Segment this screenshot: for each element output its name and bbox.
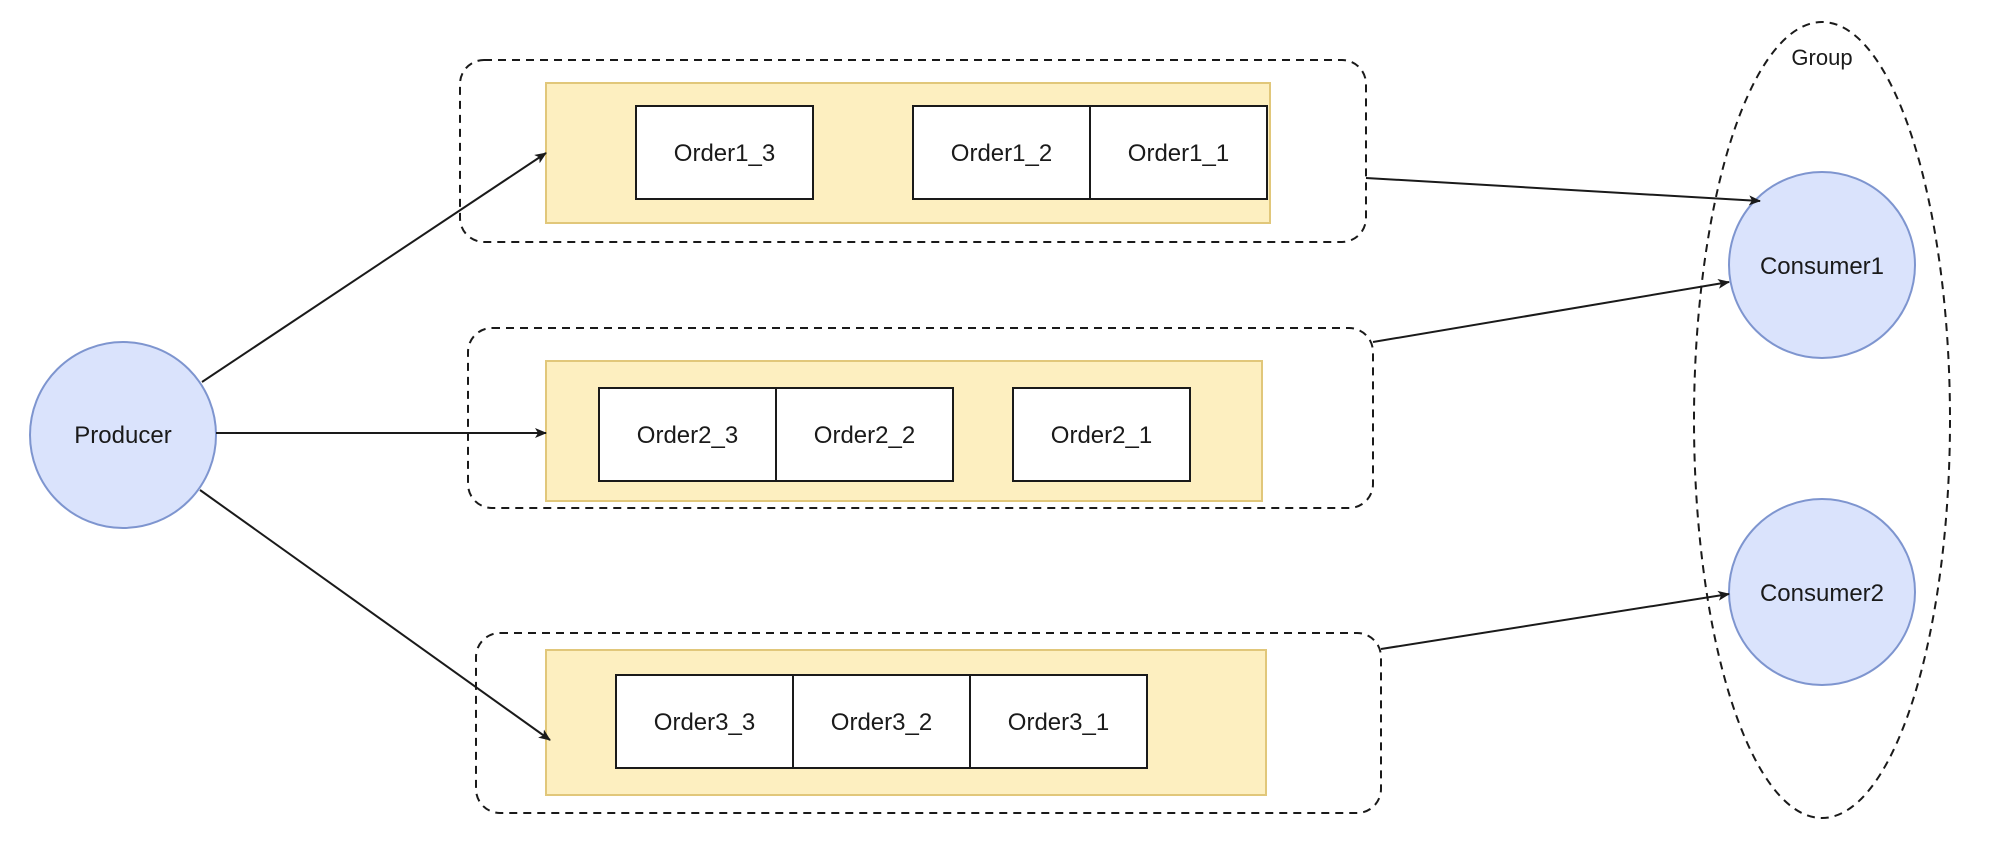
svg-text:Order1_3: Order1_3: [674, 140, 775, 167]
consumer-node-2: Consumer2: [1728, 498, 1916, 686]
queue-1: Order1_3 Order1_2 Order1_1: [459, 59, 1367, 243]
message-box: Order2_3: [598, 387, 777, 482]
message-box: Order3_2: [792, 674, 971, 769]
arrow-queue-1-to-consumer-1: [1365, 177, 1761, 206]
message-box: Order3_3: [615, 674, 794, 769]
producer-label: Producer: [74, 422, 171, 449]
consumer-2-label: Consumer2: [1760, 580, 1884, 607]
message-box: Order1_2: [912, 105, 1091, 200]
arrow-queue-2-to-consumer-1: [1372, 278, 1730, 343]
svg-text:Order2_2: Order2_2: [814, 422, 915, 449]
svg-text:Order2_3: Order2_3: [637, 422, 738, 449]
arrow-producer-to-queue-3: [199, 489, 551, 741]
arrow-producer-to-queue-1: [201, 152, 547, 383]
queue-3: Order3_3 Order3_2 Order3_1: [475, 632, 1382, 814]
message-box: Order1_1: [1089, 105, 1268, 200]
consumer-group: Group: [1693, 21, 1951, 819]
svg-text:Order1_1: Order1_1: [1128, 140, 1229, 167]
message-box: Order1_3: [635, 105, 814, 200]
group-label: Group: [1791, 45, 1852, 70]
svg-text:Order3_2: Order3_2: [831, 709, 932, 736]
svg-text:Order3_1: Order3_1: [1008, 709, 1109, 736]
svg-text:Order3_3: Order3_3: [654, 709, 755, 736]
svg-text:Order2_1: Order2_1: [1051, 422, 1152, 449]
message-box: Order3_1: [969, 674, 1148, 769]
svg-text:Order1_2: Order1_2: [951, 140, 1052, 167]
queue-2: Order2_3 Order2_2 Order2_1: [467, 327, 1374, 509]
producer-node: Producer: [29, 341, 217, 529]
message-box: Order2_1: [1012, 387, 1191, 482]
consumer-node-1: Consumer1: [1728, 171, 1916, 359]
consumer-1-label: Consumer1: [1760, 253, 1884, 280]
message-box: Order2_2: [775, 387, 954, 482]
arrow-queue-3-to-consumer-2: [1380, 590, 1730, 650]
